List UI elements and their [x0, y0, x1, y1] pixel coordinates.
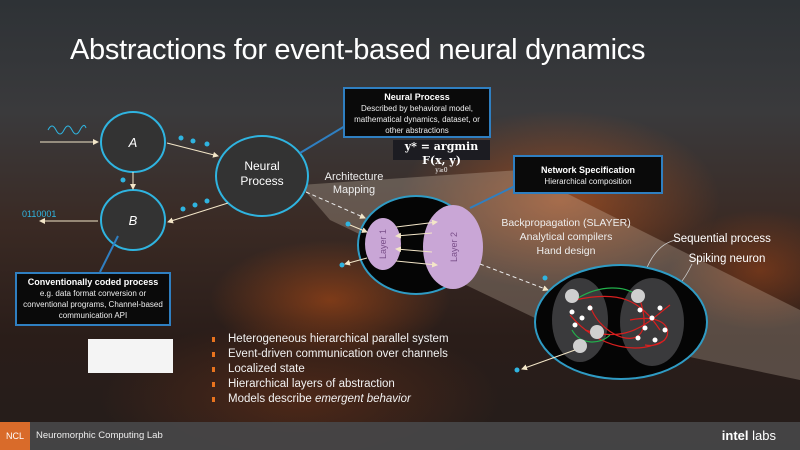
neural-process-callout: Neural Process Described by behavioral m… — [343, 87, 491, 138]
bullet-item: Heterogeneous hierarchical parallel syst… — [212, 332, 449, 347]
formula-sub: y≥0 — [435, 167, 448, 174]
neural-process-callout-text: Described by behavioral model, mathemati… — [354, 104, 480, 135]
footer: NCL Neuromorphic Computing Lab intel lab… — [0, 422, 800, 450]
network-spec-text: Hierarchical composition — [544, 177, 632, 186]
formula-main: y* = argmin F(x, y) — [404, 140, 479, 167]
bullet-item: Models describe emergent behavior — [212, 392, 449, 407]
neural-process-node[interactable] — [215, 135, 309, 217]
architecture-mapping-1: Architecture — [325, 171, 384, 183]
logo-bold: intel — [721, 428, 749, 443]
neural-process-callout-title: Neural Process — [384, 92, 450, 102]
sequential-process-label: Sequential process — [673, 233, 771, 245]
conventional-title: Conventionally coded process — [27, 277, 159, 287]
conventional-callout: Conventionally coded process e.g. data f… — [15, 272, 171, 326]
layer-2-label: Layer 2 — [449, 232, 459, 262]
np-to-b-arrow — [167, 202, 229, 224]
method-2: Analytical compilers — [520, 231, 613, 243]
a-to-np-arrow — [166, 142, 219, 158]
bullet-item: Hierarchical layers of abstraction — [212, 377, 449, 392]
bullet-item: Localized state — [212, 362, 449, 377]
waveform-icon — [47, 124, 87, 135]
node-a-label: A — [128, 135, 138, 150]
bullet-item: Event-driven communication over channels — [212, 347, 449, 362]
layer-2[interactable] — [423, 205, 483, 289]
method-3: Hand design — [537, 245, 596, 257]
lab-name: Neuromorphic Computing Lab — [36, 430, 163, 441]
event-dots — [120, 135, 548, 373]
spike-connections — [569, 295, 671, 349]
conventional-text: e.g. data format conversion or conventio… — [23, 289, 163, 320]
mapping-arrow — [305, 191, 366, 219]
method-1: Backpropagation (SLAYER) — [501, 217, 630, 229]
layer-1-label: Layer 1 — [378, 229, 388, 259]
bullet-list: Heterogeneous hierarchical parallel syst… — [212, 332, 449, 407]
binary-output: 0110001 — [22, 209, 56, 219]
node-b-label: B — [129, 213, 138, 228]
architecture-mapping-2: Mapping — [333, 184, 375, 196]
code-snippet-image — [88, 339, 173, 373]
neural-process-label-1: Neural — [244, 159, 279, 173]
intel-labs-logo: intel labs — [722, 422, 776, 450]
bullet-text: Models describe emergent behavior — [228, 393, 411, 405]
ncl-badge: NCL — [0, 422, 30, 450]
network-spec-title: Network Specification — [540, 165, 636, 175]
layer-connections — [344, 219, 438, 268]
logo-light: labs — [752, 428, 776, 443]
layer-1[interactable] — [365, 218, 401, 270]
slide-title: Abstractions for event-based neural dyna… — [70, 34, 646, 66]
neurons — [569, 305, 668, 343]
spiking-neuron-label: Spiking neuron — [689, 253, 766, 265]
node-b[interactable] — [100, 189, 166, 251]
formula: y* = argmin F(x, y) y≥0 — [393, 140, 490, 174]
neural-process-label-2: Process — [240, 174, 283, 188]
network-spec-callout: Network Specification Hierarchical compo… — [513, 155, 663, 194]
